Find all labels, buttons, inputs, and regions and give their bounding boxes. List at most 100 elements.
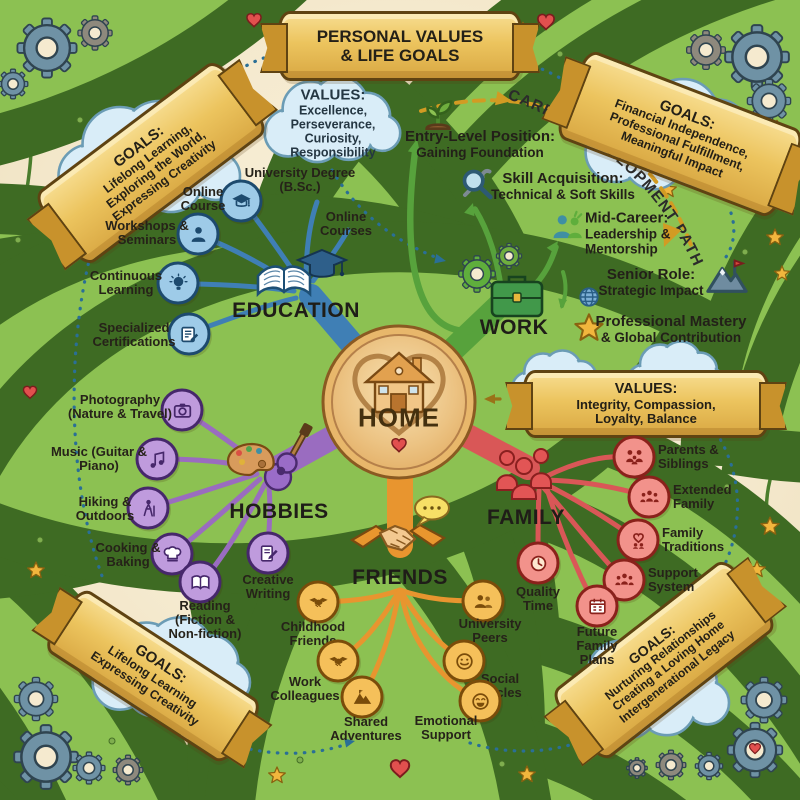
family-item-label: Extended Family	[673, 481, 732, 511]
family-item-label: Quality Time	[515, 583, 561, 613]
values-right-title: VALUES:	[614, 380, 678, 397]
work-branch-title: WORK	[479, 316, 549, 339]
gear-icon	[112, 754, 144, 786]
top-banner-line1: PERSONAL VALUES	[316, 26, 484, 46]
family-item-label: Support System	[648, 564, 698, 594]
handshake-icon	[296, 580, 340, 624]
people-group-icon	[627, 475, 671, 519]
gear-icon	[495, 242, 523, 270]
gear-icon	[740, 676, 788, 724]
arrowhead-icon	[484, 394, 495, 404]
friends-branch-title: FRIENDS	[352, 566, 448, 589]
education-item-label: Continuous Learning	[89, 267, 163, 297]
arrowhead-icon	[464, 203, 475, 217]
education-item-label: Online Course	[180, 183, 226, 213]
briefcase-icon	[490, 275, 544, 318]
cloud-icon	[263, 75, 402, 164]
family-item-label: Family Traditions	[662, 524, 725, 554]
dot-icon	[14, 236, 22, 244]
heart-people-icon	[616, 518, 660, 562]
friends-item-label: Emotional Support	[414, 712, 478, 742]
education-item-label: Workshops & Seminars	[105, 217, 189, 247]
speech-bubble-icon	[414, 495, 450, 527]
career-stage-subtitle: Strategic Impact	[598, 283, 704, 298]
career-stage-subtitle: Leadership & Mentorship	[585, 226, 671, 257]
open-book-graduation-cap-icon	[256, 248, 349, 298]
handshake-icon	[316, 639, 360, 683]
top-banner-line2: & LIFE GOALS	[340, 46, 460, 65]
gear-icon	[626, 757, 648, 779]
dot-icon	[108, 737, 116, 745]
career-stage-subtitle: Gaining Foundation	[416, 145, 544, 160]
dot-icon	[741, 248, 749, 256]
values-cloud-line: Excellence,	[298, 103, 368, 118]
handshake-hub-icon	[349, 523, 447, 552]
career-stage-subtitle: Technical & Soft Skills	[491, 187, 635, 202]
values-cloud-line: Perseverance,	[290, 117, 376, 132]
people-icon	[461, 579, 505, 623]
family-figures-icon	[496, 448, 552, 500]
education-item-label: Specialized Certifications	[92, 319, 176, 349]
family-group-icon	[612, 435, 656, 479]
career-stage-subtitle: & Global Contribution	[600, 330, 742, 345]
career-stage-mid: Mid-Career: Leadership & Mentorship	[585, 210, 697, 257]
smiley-icon	[442, 639, 486, 683]
calendar-icon	[575, 584, 619, 628]
graduation-cap-icon	[219, 179, 263, 223]
clock-icon	[516, 541, 560, 585]
career-stage-mastery: Professional Mastery & Global Contributi…	[596, 313, 747, 345]
globe-icon	[576, 284, 602, 310]
career-stage-title: Entry-Level Position:	[404, 128, 556, 145]
dot-icon	[723, 483, 731, 491]
hobbies-item-label: Reading (Fiction & Non-fiction)	[168, 597, 242, 642]
home-label: HOME	[358, 402, 440, 433]
gear-icon	[686, 30, 726, 70]
friends-item-label: Work Colleagues	[270, 673, 340, 703]
values-cloud-top: VALUES: Excellence, Perseverance, Curios…	[290, 87, 375, 160]
palette-guitar-icon	[226, 423, 313, 492]
career-stage-entry: Entry-Level Position: Gaining Foundation	[405, 128, 555, 160]
career-stage-title: Skill Acquisition:	[502, 170, 624, 187]
house-icon	[362, 351, 436, 414]
hobbies-item-label: Cooking & Baking	[95, 539, 161, 569]
family-branch-title: FAMILY	[486, 506, 566, 529]
pen-icon	[246, 531, 290, 575]
arrowhead-icon	[558, 298, 568, 309]
laughing-smiley-icon	[458, 679, 502, 723]
career-stage-title: Senior Role:	[606, 266, 696, 283]
values-cloud-title: VALUES:	[300, 86, 366, 104]
family-item-label: Future Family Plans	[576, 623, 618, 668]
mountain-icon	[340, 675, 384, 719]
values-right-line: Loyalty, Balance	[595, 411, 697, 427]
hobbies-item-label: Photography (Nature & Travel)	[67, 391, 173, 421]
arrowhead-icon	[663, 222, 682, 247]
gear-icon	[724, 24, 790, 90]
hobbies-item-label: Hiking & Outdoors	[75, 493, 135, 523]
arrowhead-icon	[434, 253, 446, 264]
arrowhead-icon	[344, 738, 355, 748]
dot-icon	[498, 760, 506, 768]
dot-icon	[556, 50, 564, 58]
lightbulb-icon	[156, 261, 200, 305]
top-title-banner: PERSONAL VALUES & LIFE GOALS	[260, 11, 540, 81]
book-icon	[178, 560, 222, 604]
gear-icon	[694, 751, 724, 781]
dot-icon	[36, 536, 44, 544]
music-note-icon	[135, 437, 179, 481]
career-stage-senior: Senior Role: Strategic Impact	[598, 266, 703, 298]
values-right-line: Integrity, Compassion,	[576, 396, 716, 412]
education-branch-title: EDUCATION	[232, 299, 360, 322]
gear-icon	[0, 68, 29, 100]
education-item-label: Online Courses	[319, 208, 373, 238]
gear-icon	[16, 17, 78, 79]
values-cloud-line: Responsibility	[290, 145, 376, 160]
career-stage-title: Professional Mastery	[595, 313, 747, 330]
gear-icon	[77, 15, 113, 51]
camera-icon	[160, 388, 204, 432]
hobbies-branch-title: HOBBIES	[229, 500, 329, 523]
hiker-icon	[126, 486, 170, 530]
gear-icon	[746, 78, 792, 124]
hobbies-item-label: Creative Writing	[242, 571, 294, 601]
